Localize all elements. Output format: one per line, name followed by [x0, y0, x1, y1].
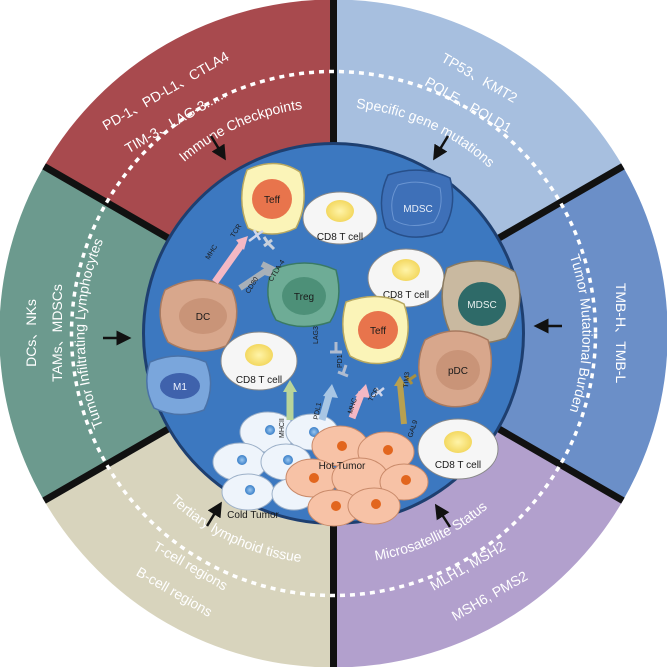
treg-cell: Treg — [267, 262, 340, 328]
pdc-label: pDC — [448, 366, 468, 377]
arrow-immune — [209, 135, 226, 161]
pd1-label: PD1 — [337, 354, 344, 368]
teff-cell-top: Teff — [241, 162, 305, 235]
mhc-bottom-label: MHC — [347, 397, 359, 414]
mdsc-cell-2: MDSC — [441, 260, 521, 344]
pdl1-label: PDL1 — [313, 402, 323, 421]
cd8-4-label: CD8 T cell — [435, 460, 481, 471]
teff-top-label: Teff — [264, 195, 280, 206]
lag3-label: LAG3 — [313, 326, 320, 344]
cold-tumor-label: Cold Tumor — [227, 510, 279, 521]
m1-label: M1 — [173, 382, 187, 393]
mdsc-cell-1: MDSC — [380, 169, 454, 238]
dashed-ring — [69, 69, 598, 598]
cd8-cell-4: CD8 T cell — [417, 418, 499, 480]
mdsc-2-label: MDSC — [467, 300, 496, 311]
m1-cell: M1 — [146, 355, 212, 416]
cd8-1-label: CD8 T cell — [317, 232, 363, 243]
hot-tumor-label: Hot Tumor — [319, 461, 366, 472]
teff-mid-receptors: LAG3 PD1 — [313, 326, 349, 378]
tmb-items-line1: TMB-H、TMB-L — [613, 283, 629, 384]
dc-label: DC — [196, 312, 210, 323]
dc-cell: DC — [159, 279, 238, 352]
teff-mid-label: Teff — [370, 326, 386, 337]
cold-tumor-cluster — [212, 411, 339, 511]
til-items-line1: DCs、NKs — [23, 299, 39, 367]
cd8-cell-1: CD8 T cell — [302, 191, 378, 245]
cd8-cell-2: CD8 T cell — [367, 248, 445, 308]
til-items-line2: TAMs、MDSCs — [49, 284, 65, 382]
arrow-msi — [434, 503, 452, 528]
teff-cell-mid: Teff — [342, 295, 409, 365]
hot-tumor-cluster — [285, 425, 429, 527]
mhcii-label: MHCII — [279, 418, 286, 438]
segment-arrows — [103, 135, 562, 528]
tim3-label: TIM3 — [403, 372, 411, 389]
arrow-genes — [433, 135, 450, 161]
treg-label: Treg — [294, 292, 314, 303]
mdsc-1-label: MDSC — [403, 204, 432, 215]
pdc-cell: pDC — [418, 330, 493, 408]
cd8-2-label: CD8 T cell — [383, 290, 429, 301]
cd8-3-label: CD8 T cell — [236, 375, 282, 386]
cd8-cell-3: CD8 T cell — [220, 331, 298, 391]
tumor-teff-interactions: MHCII PDL1 MHC TCR TIM3 GAL9 — [279, 372, 419, 439]
arrow-tls — [205, 501, 222, 527]
